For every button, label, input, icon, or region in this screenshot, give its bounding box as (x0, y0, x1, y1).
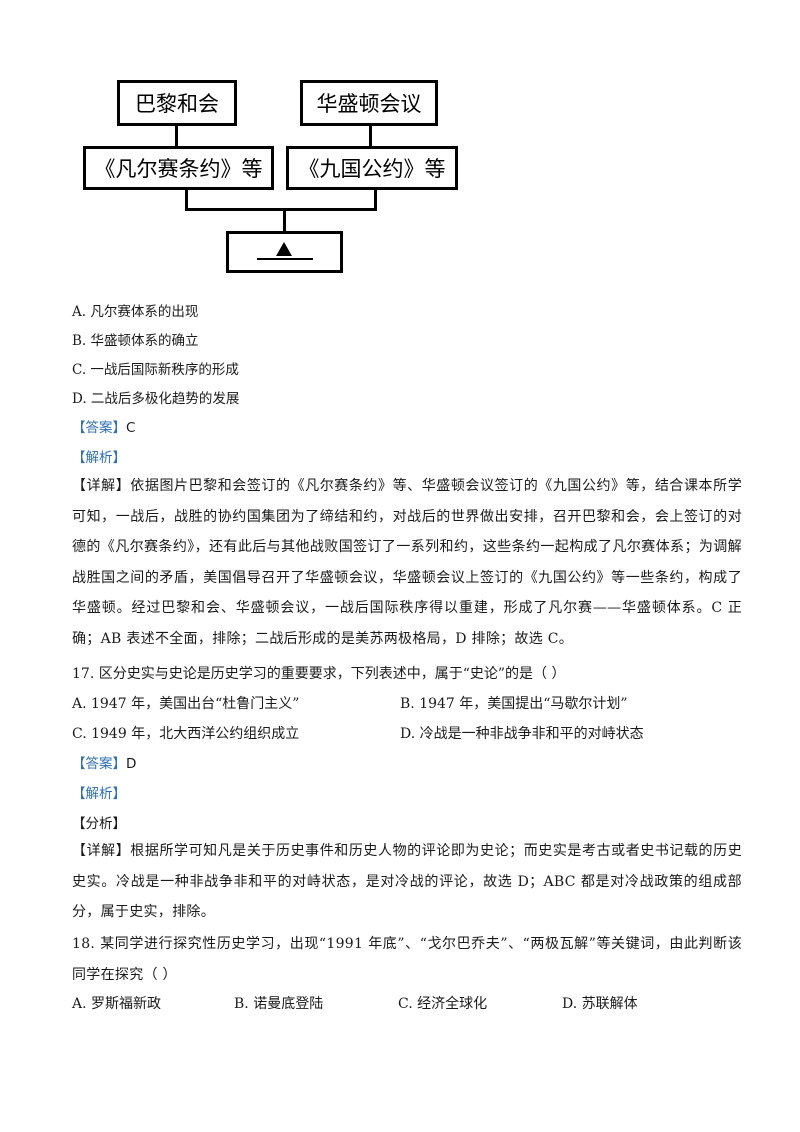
q18-stem: 18. 某同学进行探究性历史学习，出现“1991 年底”、“戈尔巴乔夫”、“两极… (72, 936, 742, 983)
answer-value: D (126, 756, 137, 772)
q17-option-b: B. 1947 年，美国提出“马歇尔计划” (400, 696, 628, 712)
q16-option-d: D. 二战后多极化趋势的发展 (72, 391, 240, 407)
box-nine-power-treaty: 《九国公约》等 (286, 146, 458, 190)
connector-line (175, 126, 178, 146)
q16-detail: 【详解】依据图片巴黎和会签订的《凡尔赛条约》等、华盛顿会议签订的《九国公约》等，… (72, 471, 742, 654)
answer-tag: 【答案】 (72, 756, 126, 772)
q17-option-d: D. 冷战是一种非战争非和平的对峙状态 (400, 726, 644, 742)
q17-option-a: A. 1947 年，美国出台“杜鲁门主义” (72, 696, 300, 712)
answer-value: C (126, 420, 136, 436)
q17-stem: 17. 区分史实与史论是历史学习的重要要求，下列表述中，属于“史论”的是（ ） (72, 666, 566, 682)
connector-line (185, 190, 188, 211)
analysis-tag: 【解析】 (72, 786, 126, 802)
box-washington-conference: 华盛顿会议 (300, 80, 438, 126)
q17-fenxi: 【分析】 (72, 816, 126, 832)
connector-line (369, 126, 372, 146)
q18-option-d: D. 苏联解体 (562, 996, 638, 1012)
analysis-tag: 【解析】 (72, 450, 126, 466)
q16-option-a: A. 凡尔赛体系的出现 (72, 304, 199, 320)
q17-analysis: 【解析】 (72, 784, 126, 804)
connector-line (185, 208, 377, 211)
q18-option-b: B. 诺曼底登陆 (234, 996, 324, 1012)
history-diagram: 巴黎和会 华盛顿会议 《凡尔赛条约》等 《九国公约》等 (0, 0, 800, 290)
detail-text: 依据图片巴黎和会签订的《凡尔赛条约》等、华盛顿会议签订的《九国公约》等，结合课本… (72, 478, 742, 647)
q16-analysis: 【解析】 (72, 448, 126, 468)
detail-tag: 【详解】 (72, 478, 131, 494)
q16-answer: 【答案】C (72, 418, 135, 438)
connector-line (374, 190, 377, 211)
box-versailles-treaty: 《凡尔赛条约》等 (83, 146, 274, 190)
q18-option-c: C. 经济全球化 (398, 996, 488, 1012)
q18-option-a: A. 罗斯福新政 (72, 996, 162, 1012)
answer-tag: 【答案】 (72, 420, 126, 436)
q16-option-c: C. 一战后国际新秩序的形成 (72, 362, 239, 378)
q16-option-b: B. 华盛顿体系的确立 (72, 333, 199, 349)
triangle-icon (276, 242, 292, 256)
box-paris-conference: 巴黎和会 (117, 80, 237, 126)
connector-line (283, 208, 286, 231)
detail-text: 根据所学可知凡是关于历史事件和历史人物的评论即为史论；而史实是考古或者史书记载的… (72, 843, 742, 920)
q17-answer: 【答案】D (72, 754, 136, 774)
blank-underline (257, 258, 313, 260)
q17-detail: 【详解】根据所学可知凡是关于历史事件和历史人物的评论即为史论；而史实是考古或者史… (72, 836, 742, 928)
q17-option-c: C. 1949 年，北大西洋公约组织成立 (72, 726, 300, 742)
detail-tag: 【详解】 (72, 843, 131, 859)
